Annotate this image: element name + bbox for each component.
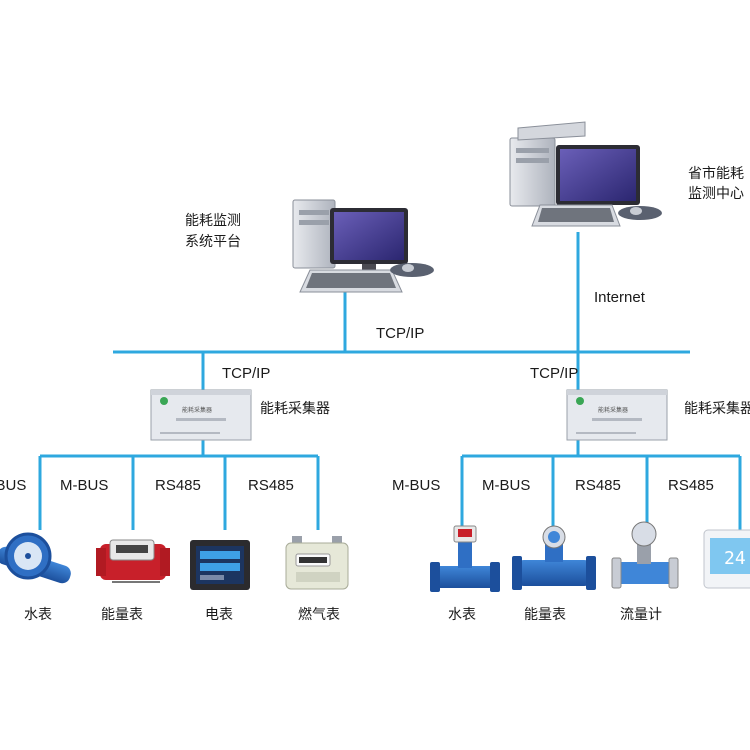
- left-protocol-3: RS485: [155, 477, 201, 494]
- left-protocol-4: RS485: [248, 477, 294, 494]
- collector-status-led: [576, 397, 584, 405]
- network-lines: [38, 232, 742, 530]
- center-computer-icon: [509, 121, 662, 227]
- left-device-label-2: 能量表: [101, 607, 143, 623]
- right-protocol-2: M-BUS: [482, 477, 530, 494]
- right-device-label-3: 流量计: [620, 607, 662, 623]
- right-protocol-1: M-BUS: [392, 477, 440, 494]
- center-label-line-2: 监测中心: [688, 186, 744, 202]
- left-collector-box: 能耗采集器: [150, 389, 252, 441]
- left-protocol-1: M-BUS: [0, 477, 26, 494]
- right-collector-panel-title: 能耗采集器: [598, 406, 628, 414]
- left-device-label-1: 水表: [24, 607, 52, 623]
- thermostat-reading: 24: [724, 548, 746, 569]
- platform-computer-icon: [292, 199, 434, 293]
- gas-meter-icon: [285, 536, 349, 590]
- right-collector-label: 能耗采集器: [684, 400, 750, 417]
- collector-status-led: [160, 397, 168, 405]
- right-device-label-2: 能量表: [524, 607, 566, 623]
- right-device-label-1: 水表: [448, 607, 476, 623]
- internet-label: Internet: [594, 289, 646, 306]
- tcpip-right-label: TCP/IP: [530, 365, 578, 382]
- platform-label-line-1: 能耗监测: [185, 213, 241, 229]
- platform-label-line-2: 系统平台: [185, 234, 241, 250]
- right-protocol-3: RS485: [575, 477, 621, 494]
- left-protocol-2: M-BUS: [60, 477, 108, 494]
- right-protocol-4: RS485: [668, 477, 714, 494]
- left-collector-panel-title: 能耗采集器: [182, 406, 212, 414]
- electric-meter-icon: [190, 540, 250, 590]
- right-collector-box: 能耗采集器: [566, 389, 668, 441]
- center-label-line-1: 省市能耗: [688, 165, 744, 182]
- tcpip-left-label: TCP/IP: [222, 365, 270, 382]
- left-device-label-3: 电表: [205, 607, 233, 623]
- energy-meter-icon: [96, 539, 170, 583]
- water-meter-icon: [0, 532, 71, 584]
- flow-meter-icon: [611, 521, 679, 589]
- left-device-label-4: 燃气表: [298, 606, 340, 623]
- thermostat-panel-icon: 24: [703, 529, 750, 589]
- left-collector-label: 能耗采集器: [260, 400, 330, 417]
- tcpip-top-label: TCP/IP: [376, 325, 424, 342]
- pipe-water-meter-icon: [430, 525, 500, 592]
- electromagnetic-energy-meter-icon: [512, 525, 596, 590]
